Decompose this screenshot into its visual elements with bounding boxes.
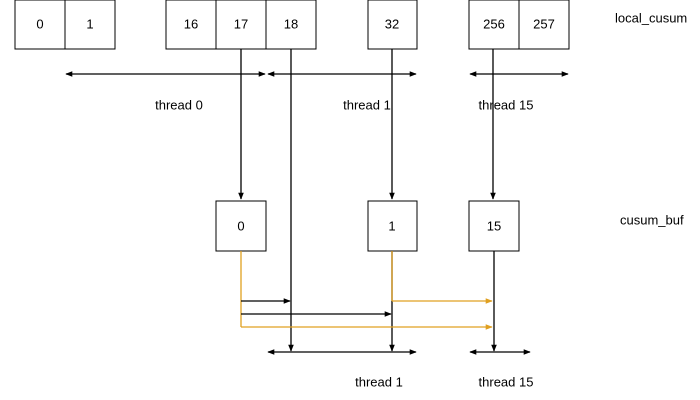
thread0-label: thread 0 bbox=[155, 98, 203, 113]
local-cell-17-label: 17 bbox=[234, 17, 248, 32]
local-cell-257-box bbox=[518, 0, 570, 50]
local-cell-0-box bbox=[14, 0, 66, 50]
local-cell-18-label: 18 bbox=[284, 17, 298, 32]
local-cell-257-label: 257 bbox=[533, 17, 555, 32]
cusum-buf-title: cusum_buf bbox=[620, 213, 684, 228]
buf-cell-0-label: 0 bbox=[237, 219, 244, 234]
local-cell-32-box bbox=[367, 0, 418, 50]
local-cell-0-label: 0 bbox=[36, 17, 43, 32]
buf-cell-1-label: 1 bbox=[388, 219, 395, 234]
local-cell-1-box bbox=[64, 0, 116, 50]
local-cell-16-label: 16 bbox=[184, 17, 198, 32]
thread15-label: thread 15 bbox=[479, 98, 534, 113]
buf-cell-15-label: 15 bbox=[487, 219, 501, 234]
thread1-label: thread 1 bbox=[343, 98, 391, 113]
local-cell-1-label: 1 bbox=[86, 17, 93, 32]
local-cusum-title: local_cusum bbox=[615, 11, 687, 26]
buf-cell-15-box bbox=[468, 200, 520, 252]
cusum-buf-row: 0 1 15 bbox=[215, 200, 520, 252]
broadcast-lines bbox=[240, 251, 493, 330]
buf0-black-arrows bbox=[241, 298, 392, 317]
local-cell-17-box bbox=[215, 0, 267, 50]
local-cell-18-box bbox=[265, 0, 317, 50]
local-cusum-row: 0 1 16 17 18 32 256 257 bbox=[14, 0, 570, 50]
buf-cell-0-box bbox=[215, 200, 267, 252]
bottom-thread1-label: thread 1 bbox=[355, 375, 403, 390]
local-cell-256-label: 256 bbox=[483, 17, 505, 32]
local-cell-16-box bbox=[165, 0, 217, 50]
buf-cell-1-box bbox=[367, 200, 418, 252]
bottom-thread15-label: thread 15 bbox=[479, 375, 534, 390]
local-cell-32-label: 32 bbox=[385, 17, 399, 32]
gather-arrows bbox=[238, 49, 496, 200]
local-cell-256-box bbox=[468, 0, 520, 50]
